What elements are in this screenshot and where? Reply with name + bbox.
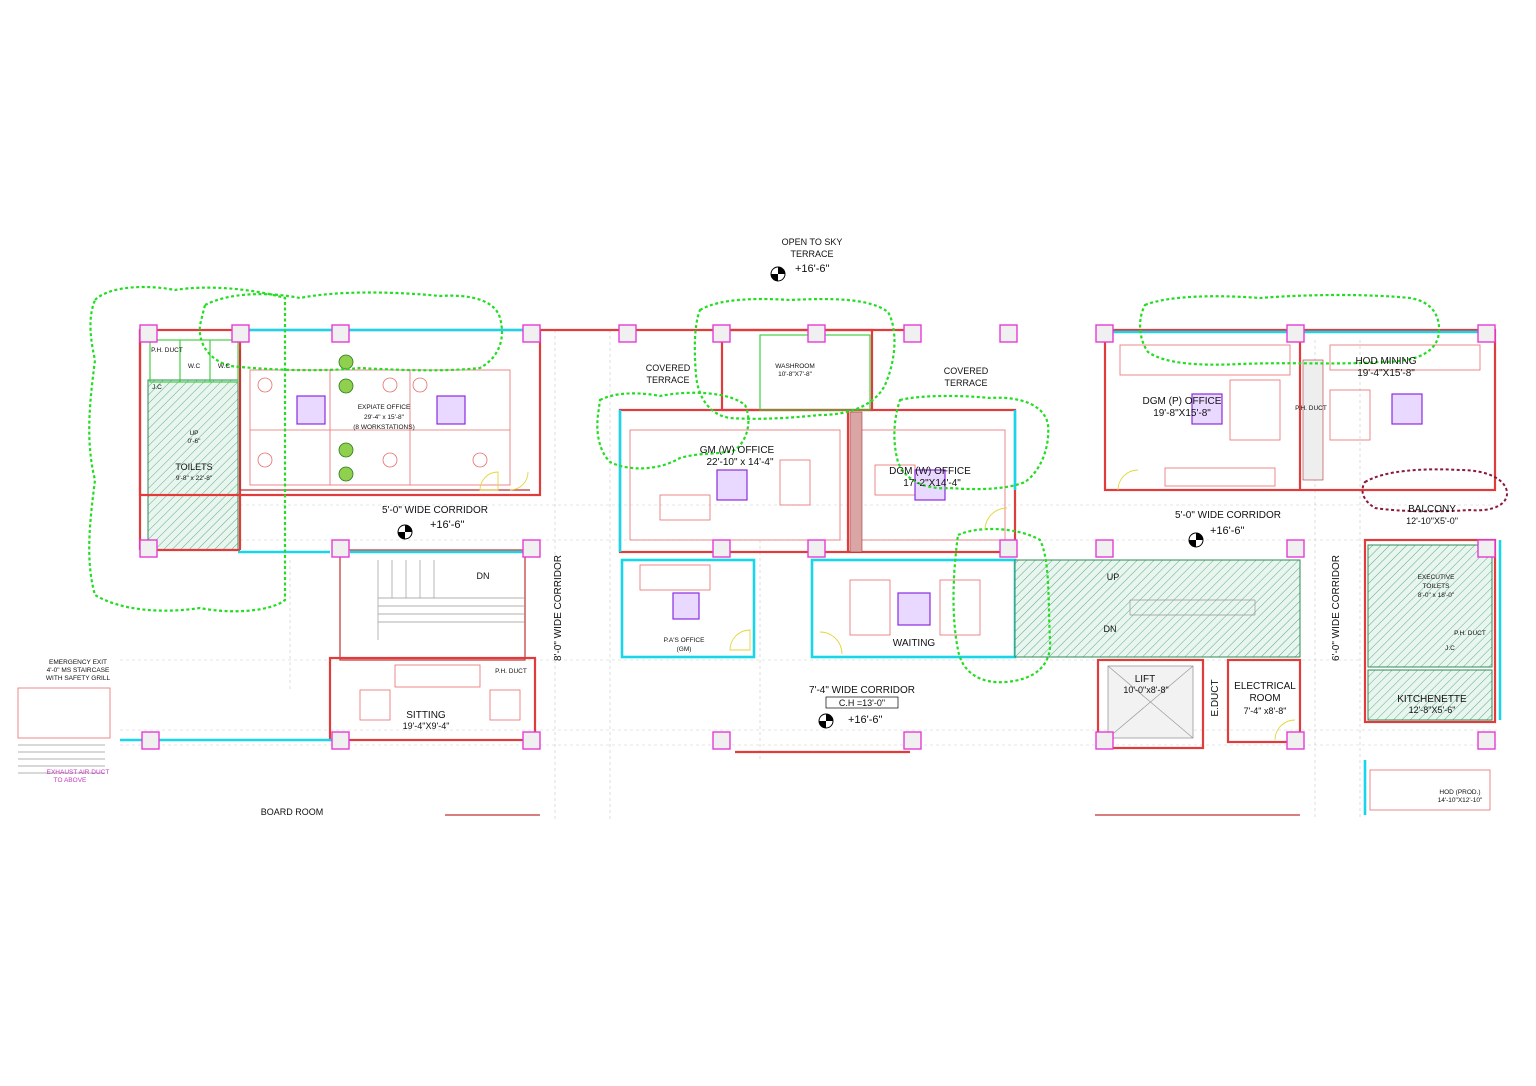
label-lift-dim: 10'-0"x8'-8" — [1123, 685, 1168, 695]
label-hod-prod-dim: 14'-10"X12'-10" — [1438, 797, 1483, 804]
label-lift: LIFT — [1135, 674, 1156, 685]
label-ph-duct-right: P.H. DUCT — [1295, 405, 1327, 412]
lower-walls — [17, 540, 1502, 816]
ch-box — [825, 696, 899, 709]
label-corridor-vertical-right: 6'-0" WIDE CORRIDOR — [1331, 555, 1342, 661]
label-expiate-dim: 29'-4" x 15'-8" — [364, 414, 405, 421]
landscape-outlines — [88, 285, 1509, 684]
level-corridor-bottom: +16'-6" — [848, 714, 883, 726]
label-jc-right: J.C — [1445, 645, 1455, 652]
label-corridor-left: 5'-0" WIDE CORRIDOR — [382, 505, 488, 516]
label-up-left: UP — [189, 430, 198, 437]
label-balcony: BALCONY — [1408, 504, 1456, 515]
label-washroom-dim: 10'-8"X7'-8" — [778, 371, 813, 378]
label-exhaust-1: EXHAUST AIR DUCT — [47, 769, 110, 776]
label-pa-office-sub: (GM) — [677, 646, 692, 653]
label-expiate-office: EXPIATE OFFICE — [358, 404, 411, 411]
label-ph-duct-toilet: P.H. DUCT — [151, 347, 183, 354]
right-core — [1014, 538, 1497, 750]
label-dgm-p-dim: 19'-8"X15'-8" — [1153, 408, 1211, 419]
label-covered-terrace-right-2: TERRACE — [944, 378, 987, 388]
label-executive-toilets-1: EXECUTIVE — [1418, 574, 1456, 581]
label-sitting-dim: 19'-4"X9'-4" — [403, 721, 450, 731]
right-wing — [1103, 328, 1497, 492]
label-exhaust-2: TO ABOVE — [54, 777, 87, 784]
level-marker-right-corridor — [1188, 532, 1204, 548]
label-wc-1: W.C — [188, 363, 201, 370]
label-stair-dn-right: DN — [1104, 624, 1117, 634]
label-covered-terrace-left-1: COVERED — [646, 363, 691, 373]
label-dgm-w-dim: 17'-2"X14'-4" — [903, 478, 961, 489]
label-expiate-note: (8 WORKSTATIONS) — [353, 424, 415, 431]
label-stair-up-right: UP — [1107, 572, 1120, 582]
label-corridor-right: 5'-0" WIDE CORRIDOR — [1175, 510, 1281, 521]
level-marker-bottom-corridor — [818, 713, 834, 729]
door-swings — [479, 469, 1296, 741]
level-top: +16'-6" — [795, 263, 830, 275]
label-open-to-sky: OPEN TO SKY — [782, 237, 843, 247]
label-ph-duct-sitting: P.H. DUCT — [495, 668, 527, 675]
label-electrical-dim: 7'-4" x8'-8" — [1244, 706, 1287, 716]
level-corridor-left: +16'-6" — [430, 519, 465, 531]
reference-grid — [120, 330, 1500, 820]
label-emergency-exit: EMERGENCY EXIT — [49, 659, 107, 666]
structural-columns — [139, 324, 1496, 750]
label-toilets: TOILETS — [175, 462, 212, 472]
label-washroom: WASHROOM — [775, 363, 814, 370]
label-dgm-p-office: DGM (P) OFFICE — [1143, 396, 1222, 407]
label-up-dim: 0'-6" — [188, 438, 202, 445]
label-corridor-bottom: 7'-4" WIDE CORRIDOR — [809, 685, 915, 696]
label-kitchenette: KITCHENETTE — [1397, 694, 1467, 705]
label-toilets-dim: 9'-8" x 22'-8" — [176, 475, 213, 482]
label-waiting: WAITING — [893, 638, 936, 649]
label-corridor-ch: C.H =13'-0" — [839, 698, 885, 708]
label-electrical-room-1: ELECTRICAL — [1234, 681, 1296, 692]
label-emergency-sub-1: 4'-0" MS STAIRCASE — [47, 667, 110, 674]
label-covered-terrace-right-1: COVERED — [944, 366, 989, 376]
label-ph-duct-exec: P.H. DUCT — [1454, 630, 1486, 637]
label-electrical-room-2: ROOM — [1249, 693, 1280, 704]
label-pa-office: P.A'S OFFICE — [664, 637, 706, 644]
label-executive-toilets-2: TOILETS — [1423, 583, 1451, 590]
level-marker-top — [770, 266, 786, 282]
label-emergency-sub-2: WITH SAFETY GRILL — [46, 675, 111, 682]
label-dgm-w-office: DGM (W) OFFICE — [889, 466, 971, 477]
label-terrace-top: TERRACE — [790, 249, 833, 259]
label-gm-office: GM (W) OFFICE — [700, 445, 775, 456]
label-board-room: BOARD ROOM — [261, 807, 324, 817]
left-stair-sitting — [328, 549, 537, 742]
level-corridor-right: +16'-6" — [1210, 525, 1245, 537]
label-hod-prod: HOD (PROD.) — [1439, 789, 1480, 796]
label-covered-terrace-left-2: TERRACE — [646, 375, 689, 385]
label-e-duct: E.DUCT — [1210, 679, 1221, 716]
label-balcony-dim: 12'-10"X5'-0" — [1406, 516, 1458, 526]
label-hod-mining: HOD MINING — [1355, 356, 1416, 367]
label-jc-left: J.C — [152, 384, 162, 391]
label-executive-dim: 8'-0" x 18'-0" — [1418, 592, 1455, 599]
label-wc-2: W.C — [218, 363, 231, 370]
label-hod-mining-dim: 19'-4"X15'-8" — [1357, 368, 1415, 379]
label-gm-dim: 22'-10" x 14'-4" — [706, 457, 774, 468]
label-corridor-vertical-left: 8'-0" WIDE CORRIDOR — [553, 555, 564, 661]
lower-center — [620, 558, 1017, 659]
label-kitchenette-dim: 12'-8"X5'-6" — [1409, 705, 1456, 715]
label-stair-dn-left: DN — [477, 571, 490, 581]
level-marker-left-corridor — [397, 524, 413, 540]
label-sitting: SITTING — [406, 710, 446, 721]
